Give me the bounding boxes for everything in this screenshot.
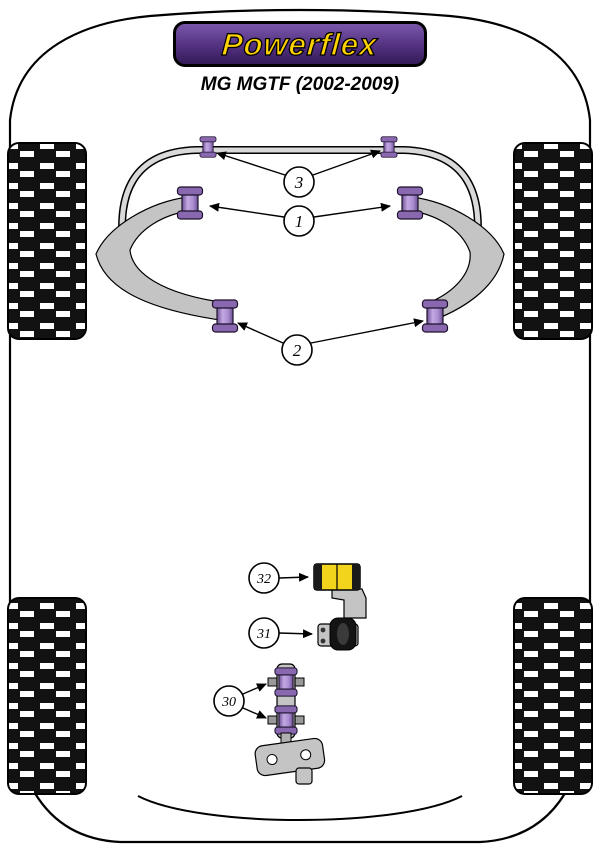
- callout-1-arrow-right: [313, 202, 391, 218]
- callout-31[interactable]: 31: [248, 617, 280, 649]
- callout-3-arrow-right: [312, 149, 381, 176]
- callout-1-arrow-left: [209, 202, 285, 218]
- mount-upper-cap-right: [352, 564, 360, 590]
- callout-2[interactable]: 2: [281, 334, 313, 366]
- callout-30-arrow-down: [242, 707, 267, 719]
- tyre-front-left: [7, 142, 87, 340]
- callout-31-circle: [248, 617, 280, 649]
- brand-logo: Powerflex: [173, 21, 427, 67]
- mount-lower-bolt-2: [320, 638, 326, 644]
- callout-2-arrow-right: [310, 318, 424, 344]
- vehicle-model-title: MG MGTF (2002-2009): [200, 74, 400, 95]
- link-bracket-plate: [254, 737, 326, 777]
- callout-30-circle: [213, 685, 245, 717]
- tyre-rear-left: [7, 597, 87, 795]
- callout-1-circle: [283, 205, 315, 237]
- callout-32-label: 32: [256, 572, 271, 587]
- callout-arrows: [209, 149, 424, 719]
- callout-2-label: 2: [293, 341, 302, 360]
- engine-mount-lower-part: [317, 617, 359, 651]
- link-bracket-hole-2: [300, 749, 312, 761]
- callout-3-arrow-left: [216, 151, 286, 176]
- callout-32[interactable]: 32: [248, 562, 280, 594]
- callout-30-label: 30: [221, 695, 236, 710]
- callout-32-circle: [248, 562, 280, 594]
- mount-lower-bush-core: [337, 623, 349, 645]
- tyre-front-right: [513, 142, 593, 340]
- callout-1[interactable]: 1: [283, 205, 315, 237]
- anti-roll-bar-tube: [119, 147, 481, 253]
- link-bracket-foot: [295, 767, 313, 785]
- callout-3[interactable]: 3: [283, 166, 315, 198]
- anti-roll-bar: [118, 146, 482, 253]
- callout-3-label: 3: [294, 173, 304, 192]
- callout-31-arrow: [278, 629, 313, 639]
- callout-2-arrow-left: [237, 322, 284, 344]
- callout-30-arrow-up: [242, 683, 267, 695]
- mount-upper-bracket: [331, 588, 367, 619]
- callout-1-label: 1: [295, 212, 304, 231]
- callout-31-label: 31: [256, 627, 271, 642]
- tyre-rear-right: [513, 597, 593, 795]
- engine-mount-upper-part: [313, 563, 367, 619]
- callout-30[interactable]: 30: [213, 685, 245, 717]
- brand-logo-text: Powerflex: [220, 26, 379, 62]
- callout-2-circle: [281, 334, 313, 366]
- mount-lower-bolt-1: [320, 627, 326, 633]
- mount-upper-cap-left: [314, 564, 322, 590]
- callout-32-arrow: [278, 572, 309, 582]
- callout-3-circle: [283, 166, 315, 198]
- link-bracket-hole-1: [266, 754, 278, 766]
- rear-bumper-line: [137, 795, 463, 821]
- engine-mount-link-part: [254, 663, 326, 785]
